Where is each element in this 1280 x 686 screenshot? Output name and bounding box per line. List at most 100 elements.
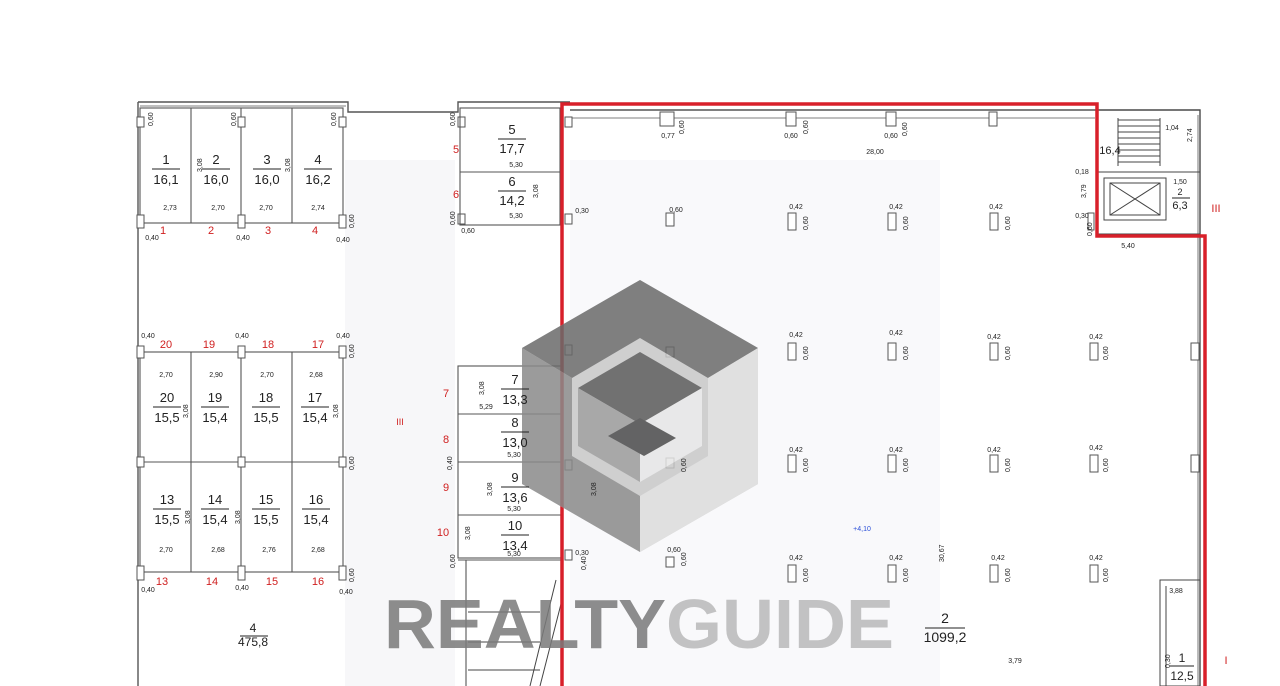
svg-text:5,30: 5,30	[509, 213, 523, 220]
svg-text:13,6: 13,6	[502, 490, 527, 505]
svg-text:0,60: 0,60	[1005, 216, 1012, 230]
svg-text:2,76: 2,76	[262, 547, 276, 554]
svg-text:2,70: 2,70	[259, 205, 273, 212]
svg-text:3,08: 3,08	[183, 404, 190, 418]
svg-text:30,67: 30,67	[939, 544, 946, 562]
svg-text:0,42: 0,42	[1089, 334, 1103, 341]
svg-text:15,4: 15,4	[202, 410, 227, 425]
svg-text:0,42: 0,42	[889, 204, 903, 211]
room-3: 316,0	[253, 152, 281, 187]
svg-text:2,90: 2,90	[209, 372, 223, 379]
watermark-text: REALTY GUIDE	[384, 585, 894, 663]
svg-text:0,60: 0,60	[461, 228, 475, 235]
svg-text:5,30: 5,30	[507, 452, 521, 459]
svg-text:0,18: 0,18	[1075, 169, 1089, 176]
svg-text:6,3: 6,3	[1172, 200, 1187, 212]
svg-text:5,40: 5,40	[1121, 243, 1135, 250]
svg-text:0,60: 0,60	[450, 211, 457, 225]
room-8: 813,0	[501, 415, 529, 450]
svg-text:3,79: 3,79	[1008, 658, 1022, 665]
svg-text:2: 2	[208, 225, 214, 237]
svg-text:5: 5	[508, 122, 515, 137]
room-15: 15 15,5	[252, 492, 280, 527]
svg-text:14,2: 14,2	[499, 193, 524, 208]
svg-text:2,70: 2,70	[260, 372, 274, 379]
svg-text:0,60: 0,60	[903, 568, 910, 582]
svg-text:17: 17	[308, 390, 322, 405]
svg-text:0,60: 0,60	[679, 120, 686, 134]
room-4: 416,2	[304, 152, 332, 187]
svg-text:28,00: 28,00	[866, 149, 884, 156]
svg-text:20: 20	[160, 390, 174, 405]
svg-text:10: 10	[437, 527, 449, 539]
svg-text:6: 6	[508, 174, 515, 189]
svg-text:4: 4	[314, 152, 321, 167]
svg-text:15: 15	[266, 576, 278, 588]
svg-text:0,60: 0,60	[1087, 222, 1094, 236]
svg-text:0,40: 0,40	[235, 333, 249, 340]
svg-text:9: 9	[443, 482, 449, 494]
svg-text:1099,2: 1099,2	[924, 629, 967, 645]
columns-mid	[136, 345, 347, 581]
svg-text:7: 7	[443, 388, 449, 400]
svg-text:2,70: 2,70	[211, 205, 225, 212]
svg-text:3,88: 3,88	[1169, 588, 1183, 595]
svg-text:2,68: 2,68	[309, 372, 323, 379]
svg-text:0,40: 0,40	[447, 456, 454, 470]
svg-text:0,60: 0,60	[803, 216, 810, 230]
room-7: 713,3	[501, 372, 529, 407]
svg-text:0,30: 0,30	[575, 208, 589, 215]
svg-text:0,42: 0,42	[991, 555, 1005, 562]
svg-text:16,2: 16,2	[305, 172, 330, 187]
svg-text:12,5: 12,5	[1170, 669, 1194, 683]
svg-text:14: 14	[208, 492, 222, 507]
corner-room	[1159, 579, 1201, 686]
svg-text:2,68: 2,68	[211, 547, 225, 554]
svg-text:0,60: 0,60	[903, 458, 910, 472]
svg-text:0,40: 0,40	[141, 333, 155, 340]
svg-text:0,42: 0,42	[789, 204, 803, 211]
svg-text:3,08: 3,08	[285, 158, 292, 172]
svg-text:10: 10	[508, 518, 522, 533]
svg-text:0,60: 0,60	[803, 458, 810, 472]
svg-text:19: 19	[208, 390, 222, 405]
svg-text:475,8: 475,8	[238, 635, 268, 649]
svg-text:2: 2	[1177, 187, 1182, 197]
svg-text:20: 20	[160, 339, 172, 351]
svg-text:0,60: 0,60	[349, 456, 356, 470]
svg-text:0,60: 0,60	[450, 554, 457, 568]
svg-text:1: 1	[1179, 651, 1186, 665]
svg-text:3,08: 3,08	[333, 404, 340, 418]
svg-text:13,0: 13,0	[502, 435, 527, 450]
svg-text:13: 13	[156, 576, 168, 588]
rooms-5-6-walls	[459, 107, 561, 226]
svg-text:3,79: 3,79	[1081, 184, 1088, 198]
room-5: 517,7	[498, 122, 526, 156]
svg-text:3,08: 3,08	[235, 510, 242, 524]
svg-text:0,60: 0,60	[884, 133, 898, 140]
svg-text:14: 14	[206, 576, 218, 588]
svg-text:0,30: 0,30	[1075, 213, 1089, 220]
svg-text:GUIDE: GUIDE	[666, 585, 894, 663]
rotated-dimension-labels: 0,60 0,60 0,60 0,60 3,08 3,08 0,60 3,08 …	[148, 112, 1194, 668]
svg-text:15: 15	[259, 492, 273, 507]
highlight-boundary	[560, 102, 1207, 686]
svg-text:0,60: 0,60	[803, 346, 810, 360]
svg-text:5,30: 5,30	[509, 162, 523, 169]
svg-text:13,3: 13,3	[502, 392, 527, 407]
svg-text:0,42: 0,42	[889, 555, 903, 562]
svg-text:0,60: 0,60	[784, 133, 798, 140]
svg-text:0,60: 0,60	[1005, 458, 1012, 472]
svg-text:15,5: 15,5	[253, 512, 278, 527]
svg-text:17: 17	[312, 339, 324, 351]
svg-text:0,60: 0,60	[903, 346, 910, 360]
svg-text:0,42: 0,42	[889, 447, 903, 454]
room-9: 913,6	[501, 470, 529, 505]
columns-top	[136, 116, 573, 229]
